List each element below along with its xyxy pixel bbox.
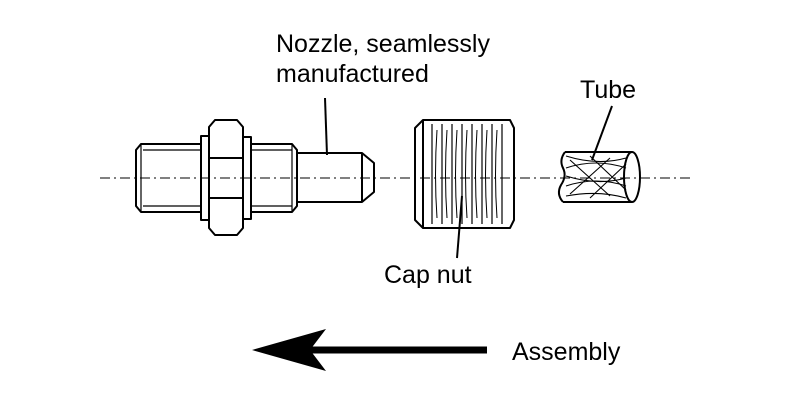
tube-end-face [623,151,641,203]
cap-nut-leader-line [456,195,463,259]
cap-nut-knurling [431,124,503,224]
cap-nut-ridges [435,129,498,219]
cap-nut-label: Cap nut [384,261,472,289]
tube [557,151,641,203]
collar-right [242,136,252,220]
cap-nut [414,119,515,229]
nozzle-leader-line [324,97,328,156]
hex-body [208,119,244,236]
threaded-section-right [251,143,298,213]
nozzle-tip [297,152,375,203]
nozzle-label-line1: Nozzle, seamlessly [276,30,490,58]
tube-label: Tube [580,76,636,104]
assembly-label: Assembly [512,338,621,366]
tube-braid-pattern [565,155,627,199]
arrow-head [252,329,326,371]
threaded-shank [135,143,201,213]
assembly-arrow [252,329,487,371]
tube-leader-line [591,105,613,161]
nozzle-label-line2: manufactured [276,60,429,88]
nozzle-fitting [135,119,375,236]
